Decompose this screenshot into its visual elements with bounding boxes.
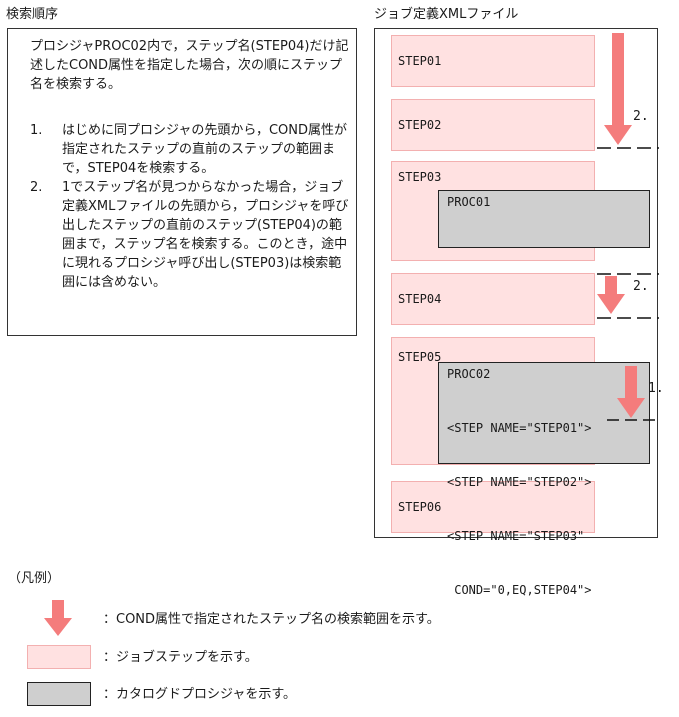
search-order-item: 2. 1でステップ名が見つからなかった場合，ジョブ定義XMLファイルの先頭から，… xyxy=(30,178,352,292)
catalog-procedure-proc01: PROC01 xyxy=(438,190,650,248)
step-label: STEP01 xyxy=(398,54,442,68)
step-label: STEP06 xyxy=(398,500,442,514)
search-range-overlay xyxy=(597,33,659,421)
arrow-label: 1. xyxy=(648,381,664,396)
legend-item-text: ：ジョブステップを示す。 xyxy=(103,650,258,665)
job-step: STEP06 xyxy=(391,481,595,533)
job-step: STEP02 xyxy=(391,99,595,151)
step-label: STEP04 xyxy=(398,292,442,306)
search-order-list: 1. はじめに同プロシジャの先頭から，COND属性が指定されたステップの直前のス… xyxy=(30,121,352,292)
legend-heading: （凡例） xyxy=(8,571,61,586)
search-order-box: プロシジャPROC02内で，ステップ名(STEP04)だけ記述したCOND属性を… xyxy=(7,28,357,336)
procedure-label: PROC01 xyxy=(447,195,491,209)
search-order-heading: 検索順序 xyxy=(6,7,59,22)
code-line: <STEP NAME="STEP03" xyxy=(447,529,585,543)
search-order-intro: プロシジャPROC02内で，ステップ名(STEP04)だけ記述したCOND属性を… xyxy=(30,39,349,92)
step-label: STEP02 xyxy=(398,118,442,132)
search-order-item-text: 1でステップ名が見つからなかった場合，ジョブ定義XMLファイルの先頭から，プロシ… xyxy=(62,180,349,290)
search-order-item: 1. はじめに同プロシジャの先頭から，COND属性が指定されたステップの直前のス… xyxy=(30,121,352,178)
catalog-procedure-swatch xyxy=(27,682,91,706)
procedure-label: PROC02 xyxy=(447,367,491,381)
code-line: <STEP NAME="STEP01"> xyxy=(447,421,592,435)
arrow-down-icon xyxy=(44,600,72,636)
legend-item-text: ：COND属性で指定されたステップ名の検索範囲を示す。 xyxy=(103,612,440,627)
arrow-down-icon xyxy=(604,33,632,145)
search-order-item-number: 1. xyxy=(30,123,43,138)
xml-file-box: STEP01 STEP02 STEP03 STEP04 STEP05 STEP0… xyxy=(374,28,664,597)
job-step: STEP04 xyxy=(391,273,595,325)
arrow-down-icon xyxy=(617,366,645,418)
xml-file-heading: ジョブ定義XMLファイル xyxy=(374,7,519,22)
job-step: STEP01 xyxy=(391,35,595,87)
jobstep-swatch xyxy=(27,645,91,669)
search-order-item-number: 2. xyxy=(30,180,43,195)
catalog-procedure-proc02: PROC02 <STEP NAME="STEP01"> <STEP NAME="… xyxy=(438,362,650,597)
arrow-label: 2. xyxy=(633,279,649,294)
legend-item-text: ：カタログドプロシジャを示す。 xyxy=(103,687,297,702)
step-label: STEP05 xyxy=(398,350,442,364)
arrow-label: 2. xyxy=(633,109,649,124)
arrow-down-icon xyxy=(597,276,625,314)
procedure-code: <STEP NAME="STEP01"> <STEP NAME="STEP02"… xyxy=(447,383,592,635)
code-line: COND="0,EQ,STEP04"> xyxy=(447,583,592,597)
code-line: <STEP NAME="STEP02"> xyxy=(447,475,592,489)
search-order-item-text: はじめに同プロシジャの先頭から，COND属性が指定されたステップの直前のステップ… xyxy=(62,123,348,176)
step-label: STEP03 xyxy=(398,170,442,184)
